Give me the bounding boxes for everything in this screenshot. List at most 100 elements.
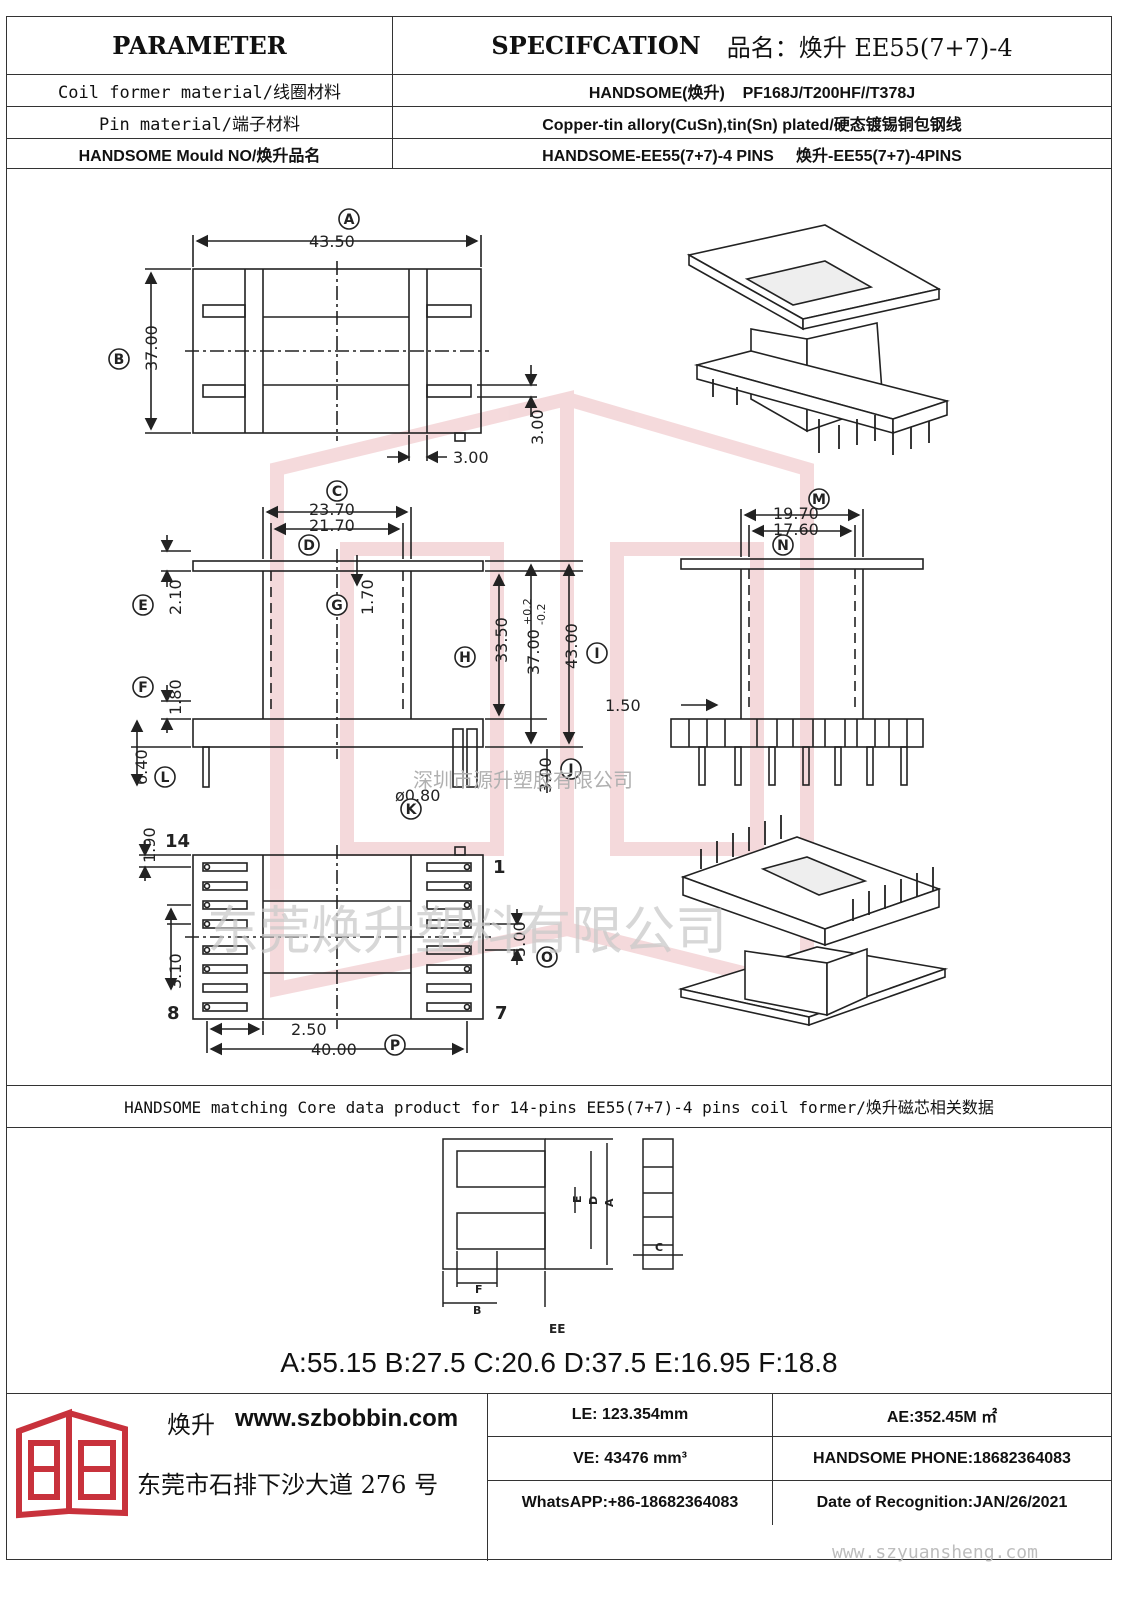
core-letter-b: B (473, 1304, 481, 1317)
parameter-heading: PARAMETER (7, 17, 393, 74)
svg-text:P: P (390, 1038, 400, 1054)
svg-text:O: O (541, 950, 553, 966)
dim-h2-tol-minus: -0.2 (535, 604, 548, 625)
technical-drawing: 43.50 37.00 3.00 3.00 23.70 21.70 2.10 1… (7, 169, 1111, 1086)
dim-a: 43.50 (309, 232, 355, 251)
svg-text:C: C (332, 484, 342, 500)
row-label: HANDSOME Mould NO/焕升品名 (7, 139, 393, 168)
isometric-pins-top (712, 379, 930, 455)
isometric-view-top (686, 224, 950, 435)
dim-side-pin: 1.50 (605, 696, 641, 715)
marker-a: A (338, 208, 360, 230)
marker-n: N (772, 534, 794, 556)
watermark-logo (270, 390, 814, 998)
core-letter-d: D (587, 1196, 600, 1205)
marker-j: J (560, 758, 582, 780)
dim-c: 23.70 (309, 500, 355, 519)
footer: 焕升 www.szbobbin.com 东莞市石排下沙大道 276 号 LE: … (7, 1393, 1111, 1561)
svg-text:J: J (567, 762, 573, 778)
watermark-company-small: 深圳市源升塑胶有限公司 (413, 768, 633, 792)
row-coil-material: Coil former material/线圈材料 HANDSOME(焕升) P… (7, 75, 1111, 107)
svg-text:N: N (777, 538, 789, 554)
dim-j: 3.00 (536, 757, 555, 793)
marker-k: K (400, 798, 422, 820)
dim-f: 1.80 (166, 679, 185, 715)
dim-pitch: 3.10 (166, 953, 185, 989)
svg-text:M: M (812, 492, 826, 508)
le-value: LE: 123.354mm (487, 1393, 773, 1437)
marker-l: L (154, 766, 176, 788)
core-diagram-label: EE (549, 1322, 565, 1336)
dim-pin-offset: 2.50 (291, 1020, 327, 1039)
row-value: HANDSOME-EE55(7+7)-4 PINS 焕升-EE55(7+7)-4… (542, 147, 962, 165)
core-data-title: HANDSOME matching Core data product for … (7, 1085, 1111, 1128)
dim-g: 1.70 (358, 579, 377, 615)
product-name: 焕升 EE55(7+7)-4 (798, 34, 1013, 62)
drawing-svg: 43.50 37.00 3.00 3.00 23.70 21.70 2.10 1… (108, 208, 950, 1059)
core-letter-e: E (571, 1195, 584, 1203)
footer-divider (487, 1393, 488, 1561)
marker-c: C (326, 480, 348, 502)
specification-heading: SPECIFCATION 品名： 焕升 EE55(7+7)-4 (393, 17, 1111, 74)
marker-g: G (326, 594, 348, 616)
marker-p: P (384, 1034, 406, 1056)
dim-h2: 37.00 (524, 629, 543, 675)
spec-sheet: PARAMETER SPECIFCATION 品名： 焕升 EE55(7+7)-… (6, 16, 1112, 1561)
pin-label-14: 14 (165, 831, 190, 852)
dim-p: 40.00 (311, 1040, 357, 1059)
brand-name: 焕升 (167, 1411, 215, 1439)
product-name-label: 品名： (726, 34, 799, 62)
svg-text:K: K (406, 802, 418, 818)
isometric-view-bottom (677, 836, 949, 1027)
phone-value: HANDSOME PHONE:18682364083 (773, 1437, 1111, 1481)
core-letter-c: C (655, 1241, 663, 1254)
svg-text:G: G (331, 598, 343, 614)
ae-value: AE:352.45M ㎡ (773, 1393, 1111, 1437)
core-diagram-area: A B C D E F EE (7, 1127, 1111, 1394)
dim-o: 5.00 (510, 921, 529, 957)
recognition-date: Date of Recognition:JAN/26/2021 (816, 1494, 1068, 1511)
dim-m: 19.70 (773, 504, 819, 523)
marker-e: E (132, 594, 154, 616)
row-mould-no: HANDSOME Mould NO/焕升品名 HANDSOME-EE55(7+7… (7, 139, 1111, 169)
row-value: Copper-tin allory(CuSn),tin(Sn) plated/硬… (542, 116, 962, 134)
ve-value: VE: 43476 mm³ (487, 1437, 773, 1481)
dim-i: 43.00 (562, 623, 581, 669)
isometric-pins-bottom (700, 815, 934, 921)
core-letter-a: A (603, 1198, 616, 1207)
spec-label: SPECIFCATION (491, 31, 701, 60)
dim-h: 33.50 (492, 617, 511, 663)
row-pin-material: Pin material/端子材料 Copper-tin allory(CuSn… (7, 107, 1111, 139)
svg-text:B: B (114, 352, 125, 368)
header-row: PARAMETER SPECIFCATION 品名： 焕升 EE55(7+7)-… (7, 17, 1111, 75)
marker-i: I (586, 642, 608, 664)
svg-text:A: A (344, 212, 355, 228)
row-label: Coil former material/线圈材料 (7, 75, 393, 106)
core-diagram-svg: A B C D E F EE (442, 1138, 683, 1336)
svg-text:H: H (459, 650, 471, 666)
core-letter-f: F (475, 1283, 483, 1296)
company-address: 东莞市石排下沙大道 276 号 (137, 1471, 439, 1499)
watermark-url: www.szyuansheng.com (832, 1542, 1038, 1563)
svg-text:F: F (138, 680, 148, 696)
dim-h2-tol-plus: +0.2 (521, 598, 534, 625)
svg-text:L: L (161, 770, 170, 786)
marker-m: M (808, 488, 830, 510)
marker-f: F (132, 676, 154, 698)
dim-n: 17.60 (773, 520, 819, 539)
dim-b-bottom: 3.00 (453, 448, 489, 467)
svg-text:D: D (303, 538, 315, 554)
dim-e: 2.10 (166, 579, 185, 615)
marker-h: H (454, 646, 476, 668)
dim-l: 6.40 (132, 749, 151, 785)
dim-d: 21.70 (309, 516, 355, 535)
pin-label-8: 8 (167, 1003, 180, 1024)
watermark-company-large: 东莞焕升塑料有限公司 (207, 902, 727, 962)
dim-b: 37.00 (142, 325, 161, 371)
dim-pitch-top: 1.90 (140, 827, 159, 863)
svg-text:I: I (594, 646, 599, 662)
dim-b-side: 3.00 (528, 409, 547, 445)
website-link[interactable]: www.szbobbin.com (235, 1405, 459, 1432)
svg-text:E: E (138, 598, 148, 614)
row-value: HANDSOME(焕升) PF168J/T200HF//T378J (588, 84, 916, 102)
